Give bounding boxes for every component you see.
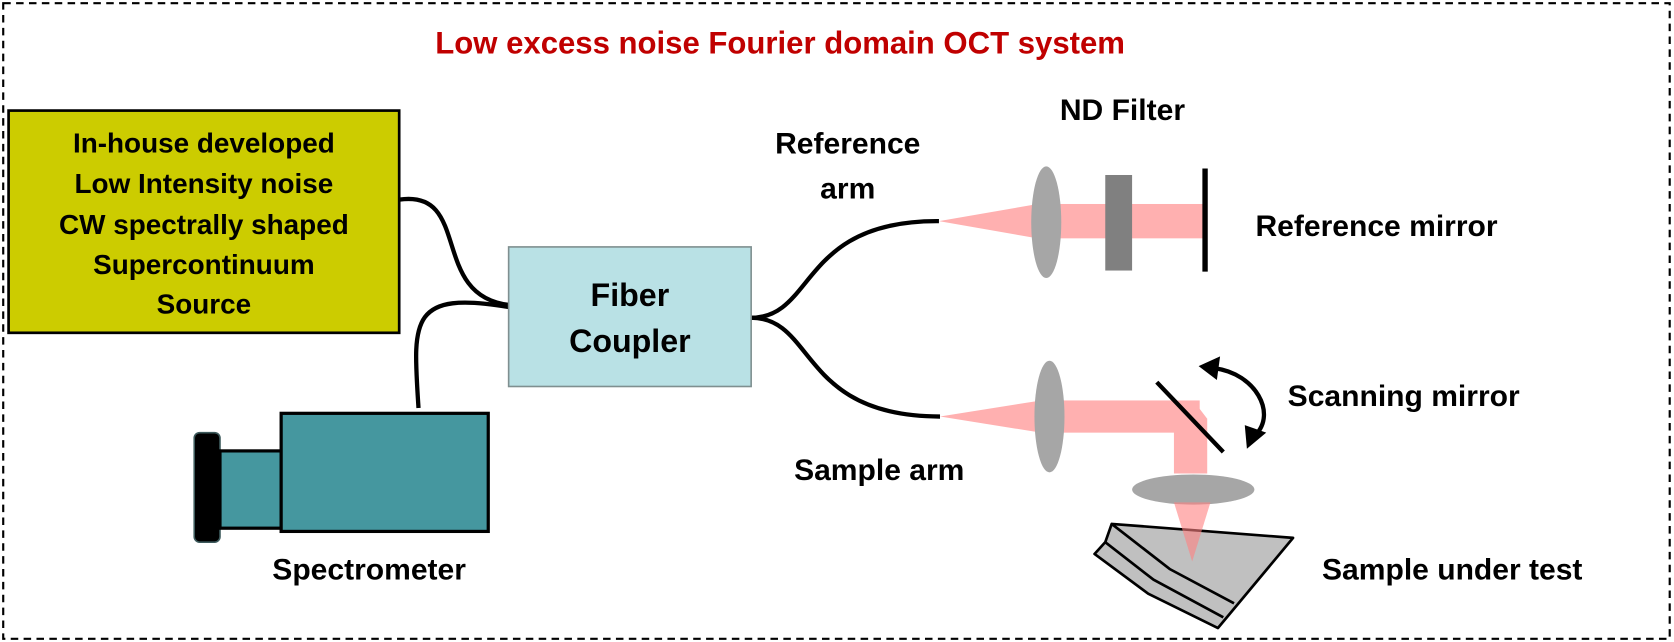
sample-under-test-label: Sample under test bbox=[1322, 554, 1582, 587]
coupler-line: Fiber bbox=[591, 277, 670, 313]
source-line: CW spectrally shaped bbox=[59, 209, 349, 240]
spectrometer: Spectrometer bbox=[193, 411, 490, 587]
fiber-source bbox=[398, 196, 509, 308]
fiber-reference bbox=[751, 219, 939, 320]
reference-arm-label: Reference bbox=[775, 128, 920, 161]
objective-lens bbox=[1132, 474, 1255, 505]
source-line: Low Intensity noise bbox=[75, 168, 334, 199]
source-line: Source bbox=[157, 288, 252, 319]
nd-filter bbox=[1105, 174, 1133, 271]
source-line: Supercontinuum bbox=[93, 249, 315, 280]
reference-beam bbox=[938, 203, 1206, 239]
reference-mirror-label: Reference mirror bbox=[1255, 210, 1497, 243]
source-line: In-house developed bbox=[73, 127, 335, 158]
scanning-mirror bbox=[1155, 380, 1225, 454]
sample-arm-label: Sample arm bbox=[794, 454, 964, 487]
coupler-line: Coupler bbox=[569, 323, 691, 359]
supercontinuum-source: In-house developed Low Intensity noise C… bbox=[7, 109, 401, 335]
spectrometer-label: Spectrometer bbox=[272, 554, 466, 587]
spectrometer-lens-cap bbox=[193, 431, 221, 543]
reference-arm-label: arm bbox=[820, 173, 875, 206]
fiber-spectrometer bbox=[413, 300, 509, 409]
optical-fibers bbox=[398, 196, 941, 419]
sample-lens bbox=[1034, 360, 1065, 473]
sample-under-test bbox=[1093, 522, 1295, 630]
focused-beam bbox=[1173, 502, 1211, 562]
fiber-sample bbox=[751, 315, 941, 419]
nd-filter-label: ND Filter bbox=[1060, 94, 1185, 127]
sample-beam bbox=[940, 400, 1208, 474]
scanning-mirror-label: Scanning mirror bbox=[1288, 380, 1520, 413]
rotation-arrow-icon bbox=[1198, 356, 1267, 449]
reference-lens bbox=[1031, 166, 1062, 279]
diagram-title: Low excess noise Fourier domain OCT syst… bbox=[435, 26, 1125, 61]
fiber-coupler: Fiber Coupler bbox=[507, 246, 752, 388]
